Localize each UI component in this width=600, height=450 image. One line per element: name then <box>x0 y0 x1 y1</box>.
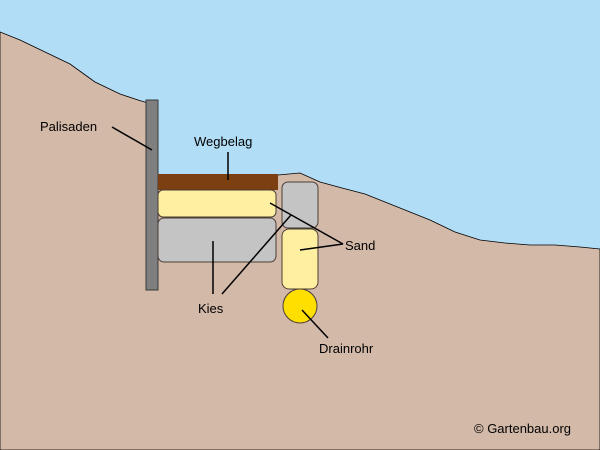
sand-drain-column <box>281 228 319 290</box>
path-surface-layer <box>158 174 278 190</box>
sand-layer <box>157 189 277 218</box>
leader-sand-layer <box>269 202 344 245</box>
label-gravel: Kies <box>198 301 224 316</box>
drainpipe <box>282 288 318 324</box>
leader-drainpipe <box>301 309 329 339</box>
copyright-text: © Gartenbau.org <box>474 421 571 436</box>
gravel-layer <box>157 217 277 263</box>
label-drainpipe: Drainrohr <box>319 341 374 356</box>
leader-lines <box>111 126 344 339</box>
leader-gravel-drain <box>221 214 292 295</box>
label-sand: Sand <box>345 238 375 253</box>
palisade <box>145 99 159 291</box>
label-path-surface: Wegbelag <box>194 134 252 149</box>
leader-sand-column <box>299 243 344 251</box>
label-palisades: Palisaden <box>40 119 97 134</box>
gravel-drain-top <box>281 181 319 229</box>
leader-palisades <box>111 126 153 151</box>
